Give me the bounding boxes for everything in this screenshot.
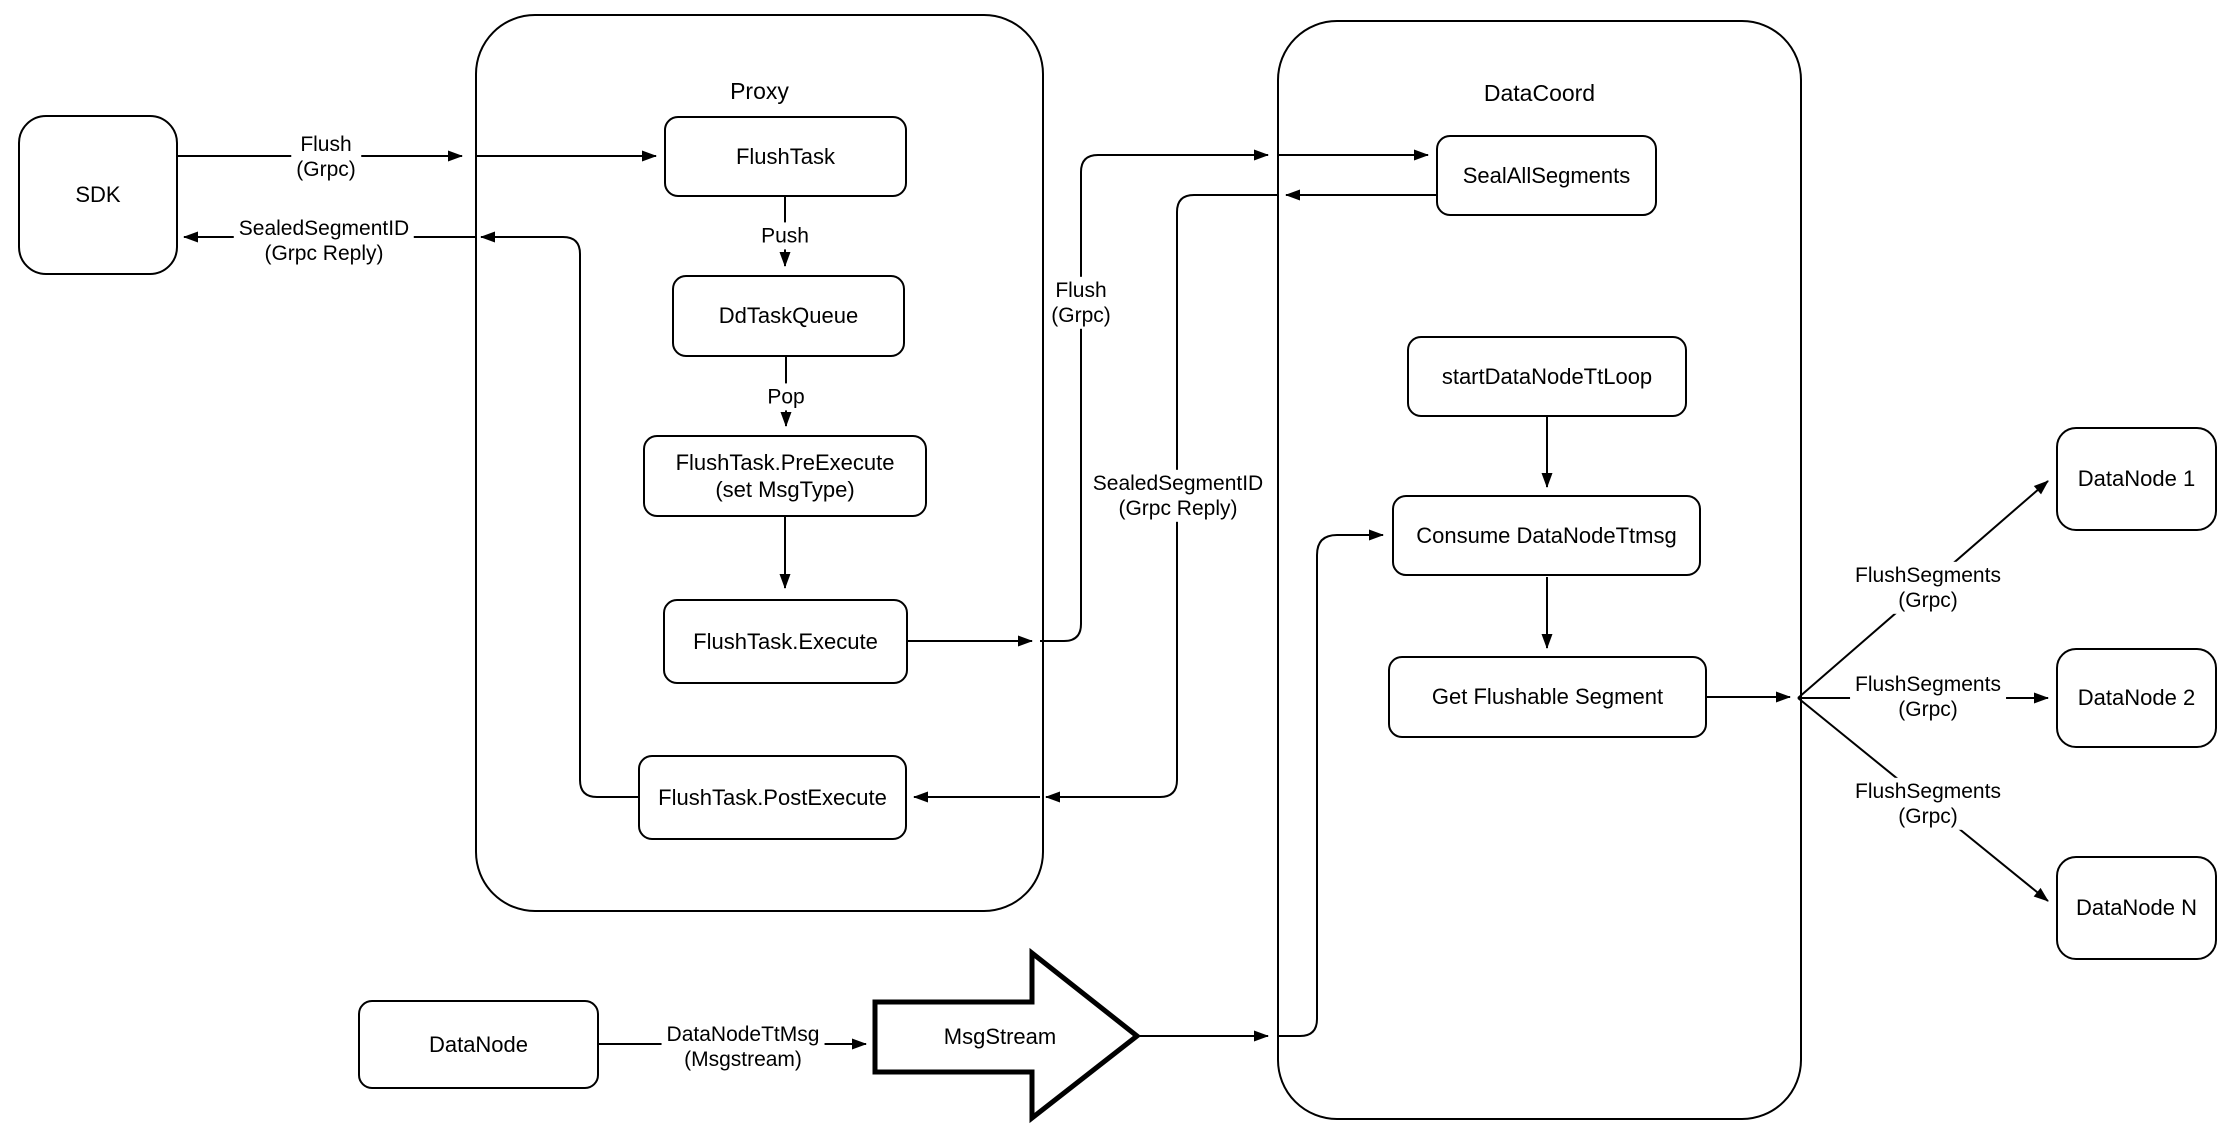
msgstream-label: MsgStream (943, 1024, 1057, 1049)
node-flushtask-postexecute: FlushTask.PostExecute (638, 755, 907, 840)
node-datanode-1: DataNode 1 (2056, 427, 2217, 531)
label-flushsegments-3: FlushSegments (Grpc) (1850, 777, 2006, 831)
label-flush-sdk-proxy: Flush (Grpc) (291, 130, 361, 184)
edge-proxy-to-datacoord-flush (1040, 149, 1269, 642)
label-pop: Pop (762, 383, 810, 411)
label-flushsegments-2: FlushSegments (Grpc) (1850, 670, 2006, 724)
msgstream-arrow-shape (872, 947, 1142, 1124)
node-flushtask: FlushTask (664, 116, 907, 197)
node-datanode: DataNode (358, 1000, 599, 1089)
node-flushtask-execute: FlushTask.Execute (663, 599, 908, 684)
label-push: Push (756, 222, 814, 250)
node-sealallsegments: SealAllSegments (1436, 135, 1657, 216)
node-datanode-2: DataNode 2 (2056, 648, 2217, 748)
node-startdatanodettloop: startDataNodeTtLoop (1407, 336, 1687, 417)
edge-datacoord-to-consume (1277, 529, 1384, 1037)
datacoord-title: DataCoord (1483, 80, 1596, 106)
label-flushsegments-1: FlushSegments (Grpc) (1850, 561, 2006, 615)
node-ddtaskqueue: DdTaskQueue (672, 275, 905, 357)
node-datanode-n: DataNode N (2056, 856, 2217, 960)
node-flushtask-preexecute: FlushTask.PreExecute (set MsgType) (643, 435, 927, 517)
label-datanodettmsg: DataNodeTtMsg (Msgstream) (661, 1020, 825, 1074)
node-sdk: SDK (18, 115, 178, 275)
node-consume-datanodettmsg: Consume DataNodeTtmsg (1392, 495, 1701, 576)
label-sealedsegmentid-proxy-sdk: SealedSegmentID (Grpc Reply) (233, 214, 415, 268)
label-flush-proxy-datacoord: Flush (Grpc) (1046, 276, 1116, 330)
proxy-title: Proxy (730, 78, 789, 104)
label-sealedsegmentid-datacoord-proxy: SealedSegmentID (Grpc Reply) (1087, 469, 1269, 523)
datacoord-container: DataCoord (1277, 20, 1802, 1120)
node-get-flushable-segment: Get Flushable Segment (1388, 656, 1707, 738)
edge-postexecute-to-proxy-border (480, 231, 638, 798)
proxy-container: Proxy (475, 14, 1044, 912)
